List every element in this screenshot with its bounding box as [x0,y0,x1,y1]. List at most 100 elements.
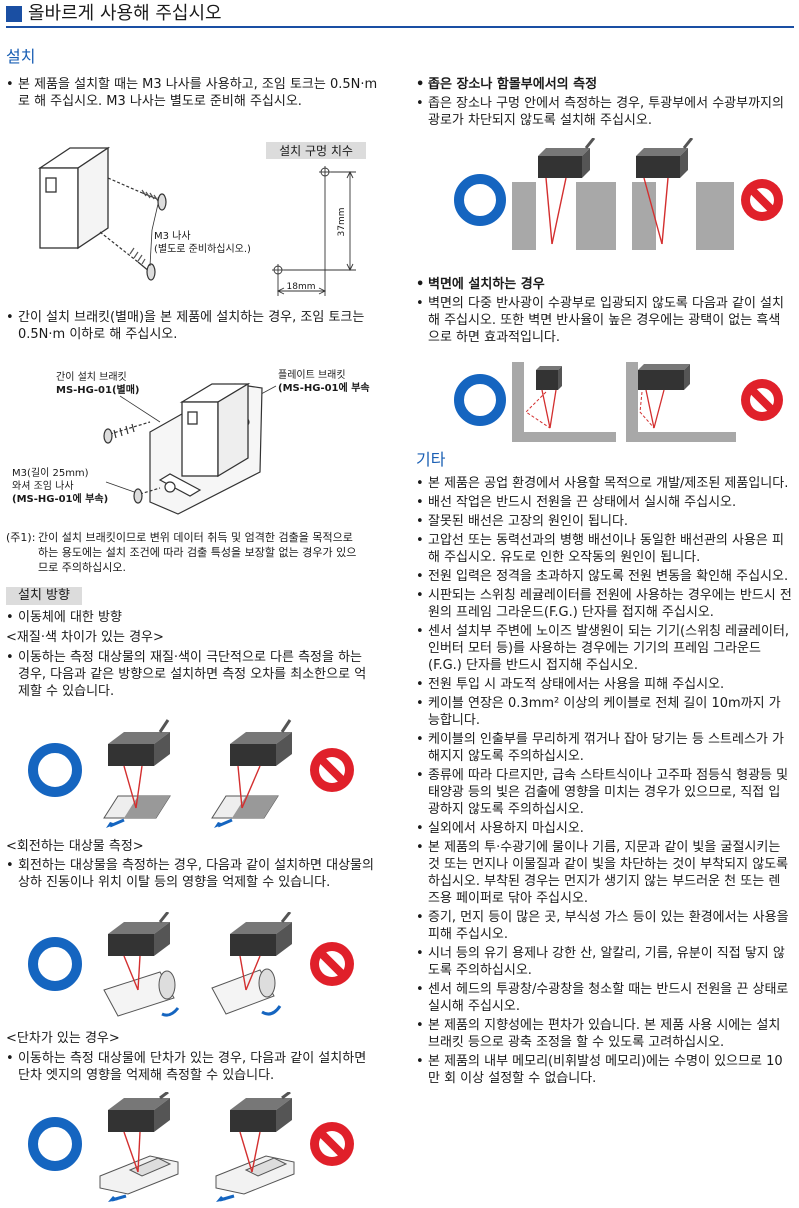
cylinder-target-icon [103,970,176,1017]
beam-emit [239,955,247,991]
rotating-title: <회전하는 대상물 측정> [6,839,144,854]
step-title: <단차가 있는 경우> [6,1031,120,1046]
sensor-head-icon [536,366,562,390]
install-bullet-2: • 간이 설치 브래킷(별매)을 본 제품에 설치하는 경우, 조임 토크는 0… [6,310,365,342]
ok-circle-icon [454,374,506,426]
rotating-bullet: • 회전하는 대상물을 측정하는 경우, 다음과 같이 설치하면 대상물의 상하… [6,858,374,890]
beam-emit [123,765,137,809]
beam-path [541,389,557,429]
other-item: •종류에 따라 다르지만, 급속 스타트식이나 고주파 점등식 형광등 및 태양… [416,768,789,817]
dimension-horizontal: 18mm [287,282,316,292]
ng-prohibited-icon [310,1122,354,1166]
beam-emit [123,955,139,991]
ng-prohibited-icon [741,179,783,221]
sensor-head-icon [638,364,690,390]
other-item: •배선 작업은 반드시 전원을 끈 상태에서 실시해 주십시오. [416,495,737,510]
reflection-path [639,391,655,429]
other-item: •증기, 먼지 등이 많은 곳, 부식성 가스 등이 있는 환경에서는 사용을 … [416,910,789,942]
screw-note: (별도로 준비하십시오.) [154,242,251,255]
sensor-head-icon [636,138,694,178]
beam-receive [135,765,143,809]
beam-emit [239,1131,253,1173]
direction-tab: 설치 방향 [6,587,82,605]
narrow-bullet: • 좁은 장소나 구멍 안에서 측정하는 경우, 투광부에서 수광부까지의 광로… [416,96,784,128]
leader-line [151,203,159,231]
install-figure-2: 간이 설치 브래킷 MS-HG-01(별매) 플레이트 브래킷 (MS-HG-0… [12,369,370,515]
other-item: •센서 헤드의 투광창/수광창을 청소할 때는 반드시 전원을 끈 상태로 실시… [416,982,789,1014]
step-bullet: • 이동하는 측정 대상물에 단차가 있는 경우, 다음과 같이 설치하면 단차… [6,1051,367,1083]
hole-dimension-tab [266,142,366,159]
beam-receive [551,177,567,245]
other-item: •본 제품은 공업 환경에서 사용할 목적으로 개발/제조된 제품입니다. [416,476,789,491]
step-target-icon [99,1155,179,1195]
screw-spec-line-1: M3(길이 25mm) [12,466,89,479]
beam-receive [245,955,261,991]
beam-receive [241,765,261,809]
reflection-path [525,391,551,429]
other-list: •본 제품은 공업 환경에서 사용할 목적으로 개발/제조된 제품입니다. •배… [416,475,792,1087]
target-dark-area [232,796,278,818]
hole-dimension-title: 설치 구멍 치수 [279,144,353,158]
sensor-head-icon [538,138,596,178]
ng-prohibited-icon [741,379,783,421]
other-item: •본 제품의 지향성에는 편차가 있습니다. 본 제품 사용 시에는 설치 브래… [416,1018,781,1050]
narrow-figure [454,138,783,250]
beam-emit [123,1131,139,1173]
rotating-figure [28,912,354,1017]
other-item: •고압선 또는 동력선과의 병행 배선이나 동일한 배선관의 사용은 피해 주십… [416,533,784,565]
screw-icon [99,177,167,281]
sensor-head-icon [108,912,170,956]
sensor-body-icon [179,382,251,478]
section-install-title: 설치 [6,47,36,66]
page-title: 올바르게 사용해 주십시오 [28,3,222,24]
narrow-title: • 좁은 장소나 함몰부에서의 측정 [416,77,598,92]
screw-icon [103,421,161,504]
other-item: •케이블 연장은 0.3mm² 이상의 케이블로 전체 길이 10m까지 가능합… [416,696,781,728]
beam-receive [137,1131,141,1173]
note-prefix: (주1): [6,531,36,544]
sensor-body-icon [37,146,111,250]
recess-wall [632,182,734,250]
ng-prohibited-icon [310,748,354,792]
sensor-head-icon [230,719,292,766]
other-item: •실외에서 사용하지 마십시오. [416,821,584,836]
sensor-head-icon [108,1092,170,1132]
plate-bracket-label: 플레이트 브래킷 [278,369,346,381]
moving-object-bullet: • 이동체에 대한 방향 [6,610,122,625]
plate-bracket-model: (MS-HG-01에 부속) [278,381,370,394]
wall-surface [512,362,616,442]
ok-circle-icon [28,1117,82,1171]
step-figure [28,1092,354,1202]
bracket-label: 간이 설치 브래킷 [56,371,127,383]
leader-line [149,229,153,267]
header-square-icon [6,6,22,22]
ok-circle-icon [28,743,82,797]
other-item: •전원 입력은 정격을 초과하지 않도록 전원 변동을 확인해 주십시오. [416,569,789,584]
rotate-arrow-icon [261,1005,282,1016]
wall-figure [454,362,783,442]
beam-emit [237,765,243,809]
screw-spec-line-3: (MS-HG-01에 부속) [12,492,108,505]
page-header: 올바르게 사용해 주십시오 [6,2,794,28]
other-item: •잘못된 배선은 고장의 원인이 됩니다. [416,514,629,529]
material-title: <재질·색 차이가 있는 경우> [6,630,164,645]
beam-emit [643,177,663,245]
screw-spec-line-2: 와셔 조임 나사 [12,479,74,492]
other-item: •케이블의 인출부를 무리하게 꺾거나 잡아 당기는 등 스트레스가 가해지지 … [416,732,784,764]
other-item: •본 제품의 투·수광기에 물이나 기름, 지문과 같이 빛을 굴절시키는 것 … [416,840,789,906]
note-text: 간이 설치 브래킷이므로 변위 데이터 취득 및 엄격한 검출을 목적으로 하는… [38,531,357,574]
beam-receive [137,955,141,991]
wall-title: • 벽면에 설치하는 경우 [416,277,545,292]
beam-emit [545,177,553,245]
dimension-vertical: 37mm [337,208,347,237]
material-figure [28,719,354,828]
other-item: •시판되는 스위칭 레귤레이터를 전원에 사용하는 경우에는 반드시 전원의 프… [416,588,792,620]
other-item: •센서 설치부 주변에 노이즈 발생원이 되는 기기(스위칭 레귤레이터, 인버… [416,624,790,673]
bracket-model: MS-HG-01(별매) [56,383,140,396]
hole-dimension-drawing [272,166,356,296]
sensor-head-icon [230,912,292,956]
ok-circle-icon [28,937,82,991]
sensor-head-icon [230,1092,292,1132]
material-bullet: • 이동하는 측정 대상물의 재질·색이 극단적으로 다른 측정을 하는 경우,… [6,650,367,699]
ok-circle-icon [454,174,506,226]
